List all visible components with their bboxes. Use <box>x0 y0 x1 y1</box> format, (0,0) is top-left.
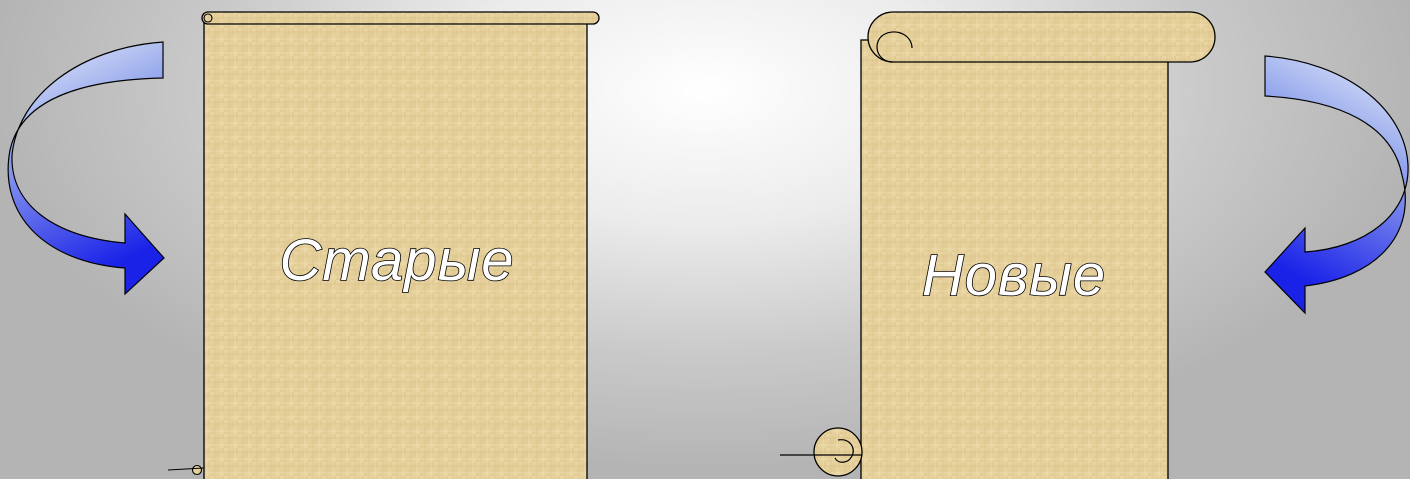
scroll-bottom-curl <box>193 466 202 475</box>
left-scroll: Старые <box>168 12 599 479</box>
scroll-bottom-curl <box>780 428 862 476</box>
scroll-label-old: Старые <box>280 228 515 293</box>
right-scroll: Новые <box>780 12 1215 479</box>
scroll-top-roll <box>868 12 1215 62</box>
curved-arrow-down-left-icon <box>1265 56 1408 313</box>
scroll-label-new: Новые <box>922 243 1106 308</box>
scroll-top-rod <box>202 12 599 24</box>
curved-arrow-down-right-icon <box>8 42 164 294</box>
